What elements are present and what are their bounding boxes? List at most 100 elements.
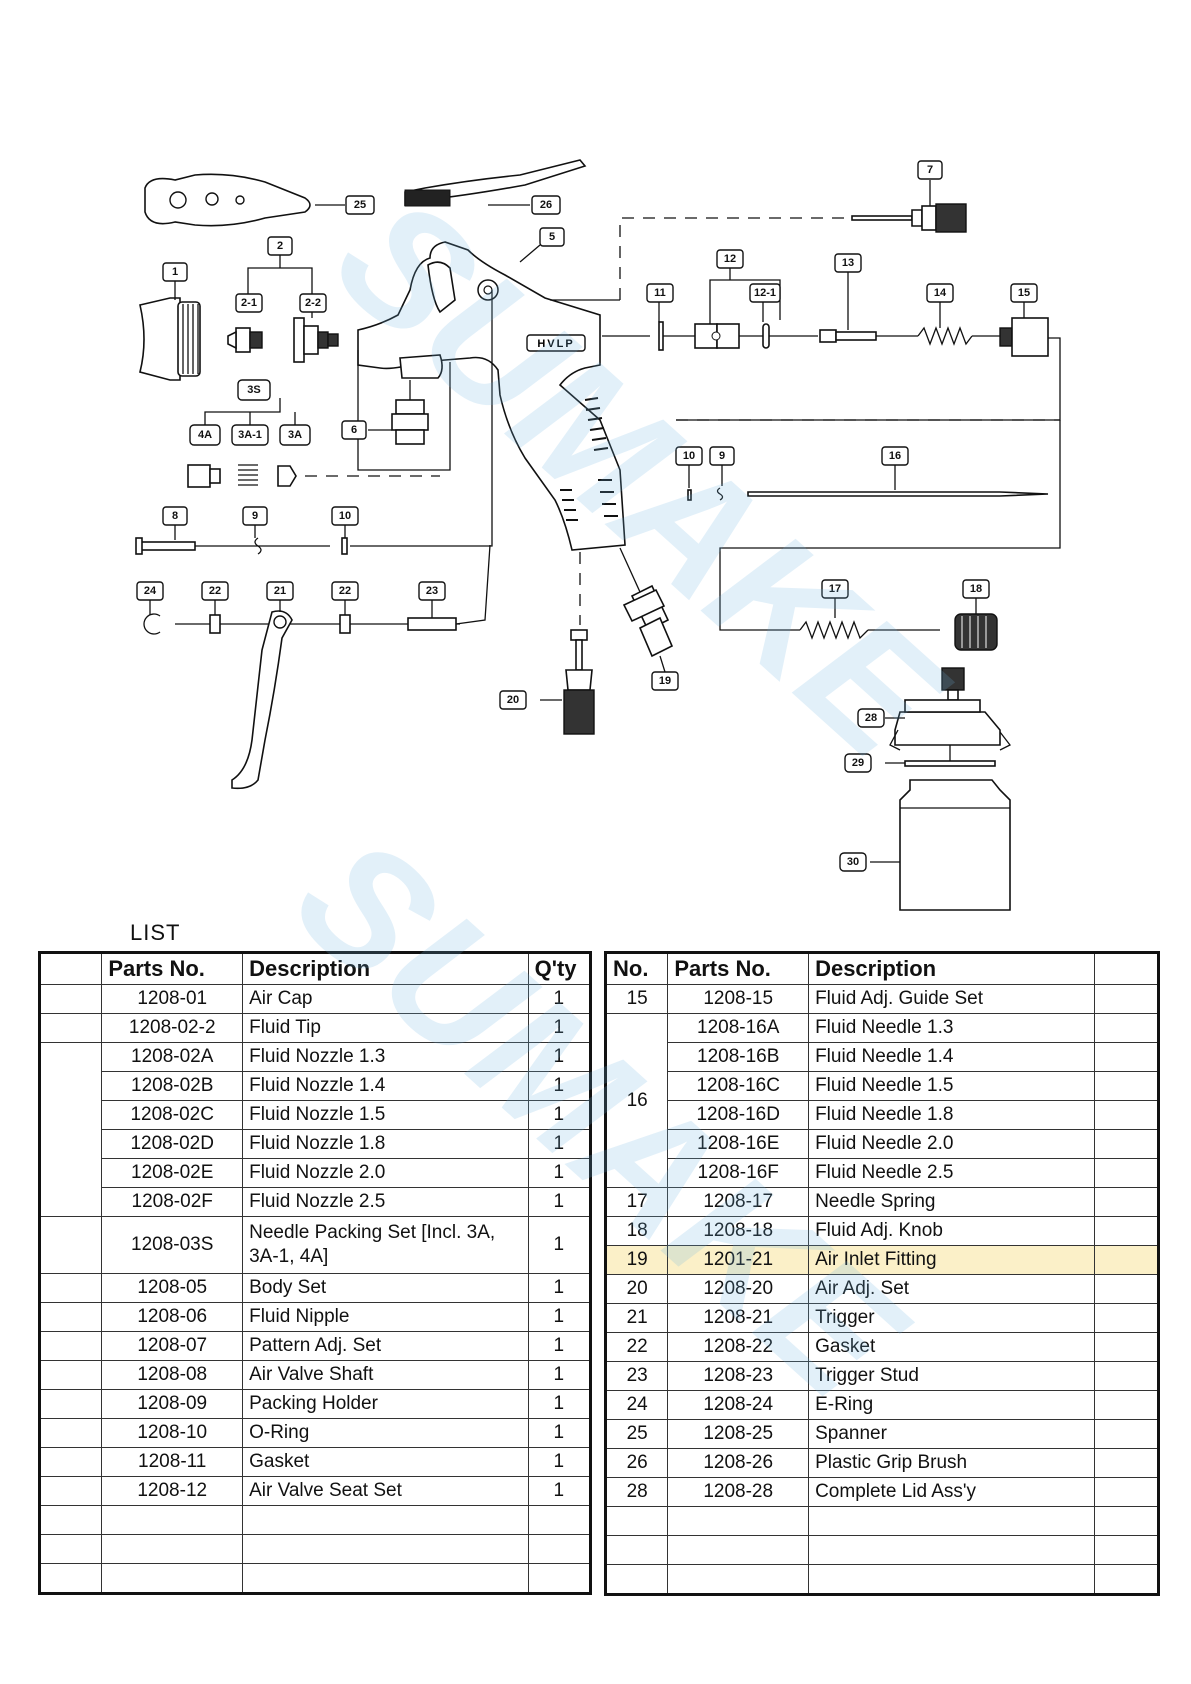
cell-qty: 1 — [527, 1071, 592, 1101]
hvlp-marking: HVLP — [537, 338, 574, 350]
cell-qty — [1093, 1390, 1160, 1420]
svg-text:23: 23 — [426, 585, 438, 597]
callout-22b: 22 — [331, 581, 359, 601]
cell-description: Air Inlet Fitting — [808, 1245, 1095, 1275]
callout-6: 6 — [341, 420, 367, 440]
table-row — [604, 1535, 1160, 1565]
cell-qty: 1 — [527, 1129, 592, 1159]
air-valve-shaft-part — [135, 537, 196, 555]
cell-part-no: 1208-28 — [667, 1477, 810, 1507]
callout-15: 15 — [1010, 283, 1038, 303]
cell-part-no: 1208-06 — [101, 1302, 244, 1332]
cell-part-no: 1208-21 — [667, 1303, 810, 1333]
cell-description: Fluid Needle 2.0 — [808, 1129, 1095, 1159]
cell-description — [808, 1506, 1095, 1536]
cell-description: Gasket — [808, 1332, 1095, 1362]
callout-1: 1 — [162, 262, 188, 282]
svg-text:13: 13 — [842, 257, 854, 269]
callout-26: 26 — [531, 195, 561, 215]
cell-description — [242, 1505, 529, 1535]
cell-part-no: 1208-11 — [101, 1447, 244, 1477]
cell-qty — [1093, 1013, 1160, 1043]
cell-description: Body Set — [242, 1273, 529, 1303]
cell-qty: 1 — [527, 1013, 592, 1043]
cell-qty — [1093, 1506, 1160, 1536]
svg-text:11: 11 — [654, 287, 666, 299]
spanner-part — [144, 173, 311, 227]
cell-no: 25 — [604, 1419, 669, 1449]
callout-3s: 3S — [237, 379, 271, 401]
callout-16: 16 — [881, 446, 909, 466]
cell-description: Fluid Nozzle 1.4 — [242, 1071, 529, 1101]
cell-no: 19 — [604, 1245, 669, 1275]
cell-qty: 1 — [527, 1187, 592, 1217]
cell-description: E-Ring — [808, 1390, 1095, 1420]
svg-text:5: 5 — [549, 231, 555, 243]
callout-4a: 4A — [189, 424, 221, 446]
callout-23: 23 — [418, 581, 446, 601]
svg-text:3A: 3A — [288, 429, 302, 441]
air-inlet-fitting-part — [622, 584, 674, 658]
svg-text:9: 9 — [252, 510, 258, 522]
cell-description — [242, 1563, 529, 1594]
cell-description: Air Valve Shaft — [242, 1360, 529, 1390]
svg-text:12-1: 12-1 — [754, 287, 776, 299]
svg-text:14: 14 — [934, 287, 947, 299]
cell-no: 21 — [604, 1303, 669, 1333]
cell-part-no: 1208-02E — [101, 1158, 244, 1188]
cell-part-no: 1208-09 — [101, 1389, 244, 1419]
header-parts-no: Parts No. — [667, 952, 810, 985]
cell-qty — [1093, 1332, 1160, 1362]
cell-part-no — [667, 1506, 810, 1536]
cell-qty — [1093, 984, 1160, 1014]
callout-13: 13 — [834, 253, 862, 273]
cell-part-no: 1208-17 — [667, 1187, 810, 1217]
cell-part-no: 1208-15 — [667, 984, 810, 1014]
cell-description: Spanner — [808, 1419, 1095, 1449]
callout-18: 18 — [962, 579, 990, 599]
cell-description: O-Ring — [242, 1418, 529, 1448]
pattern-adjust-set-part — [851, 203, 967, 233]
callout-9b: 9 — [709, 446, 735, 466]
header-no — [38, 952, 103, 985]
gasket-29-part — [904, 760, 996, 767]
callout-30: 30 — [839, 852, 867, 872]
cell-description: Needle Spring — [808, 1187, 1095, 1217]
callout-19: 19 — [651, 671, 679, 691]
cell-qty: 1 — [527, 1042, 592, 1072]
cell-no: 26 — [604, 1448, 669, 1478]
cell-description: Fluid Nozzle 1.3 — [242, 1042, 529, 1072]
callout-5: 5 — [539, 227, 565, 247]
callout-29: 29 — [844, 753, 872, 773]
svg-text:9: 9 — [719, 450, 725, 462]
cell-part-no: 1208-22 — [667, 1332, 810, 1362]
cell-part-no — [101, 1534, 244, 1564]
svg-text:18: 18 — [970, 583, 982, 595]
svg-text:20: 20 — [507, 694, 519, 706]
grip-brush-part — [404, 159, 587, 207]
callout-22a: 22 — [201, 581, 229, 601]
svg-text:24: 24 — [144, 585, 157, 597]
cell-qty: 1 — [527, 1418, 592, 1448]
cell-description: Fluid Adj. Knob — [808, 1216, 1095, 1246]
cell-part-no: 1201-21 — [667, 1245, 810, 1275]
cell-qty — [1093, 1216, 1160, 1246]
cell-part-no: 1208-24 — [667, 1390, 810, 1420]
cell-description: Complete Lid Ass'y — [808, 1477, 1095, 1507]
cell-part-no: 1208-02F — [101, 1187, 244, 1217]
